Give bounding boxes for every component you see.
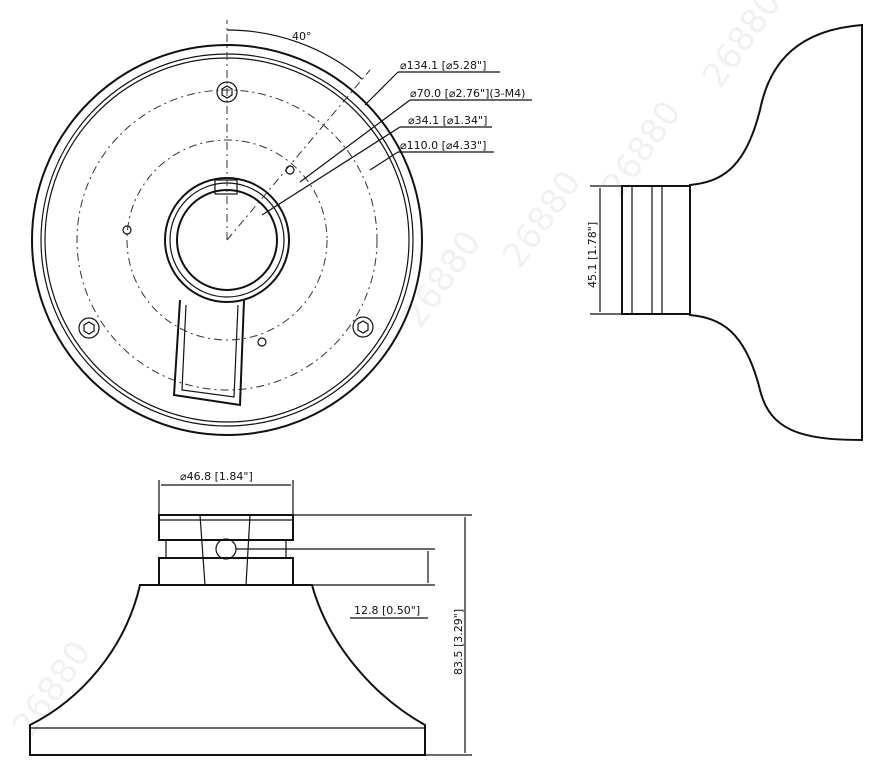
dimension-outer-diameter: ⌀134.1 [⌀5.28"] xyxy=(400,59,486,72)
dimension-neck-height: 45.1 [1.78"] xyxy=(586,222,599,288)
screw-icon xyxy=(78,81,374,339)
dimension-neck-diameter: ⌀46.8 [1.84"] xyxy=(180,470,253,483)
svg-text:26880: 26880 xyxy=(695,0,790,95)
dimension-center-hole: ⌀34.1 [⌀1.34"] xyxy=(408,114,487,127)
angle-label: 40° xyxy=(292,30,312,43)
top-view: 40° ⌀134.1 [⌀5.28"] ⌀70.0 [⌀2.76"](3-M4)… xyxy=(31,20,532,436)
side-view: 45.1 [1.78"] xyxy=(586,23,863,442)
front-view: ⌀46.8 [1.84"] 12.8 [0.50"] 83.5 [3.29"] xyxy=(29,470,472,756)
dimension-total-height: 83.5 [3.29"] xyxy=(452,609,465,675)
svg-text:26880: 26880 xyxy=(595,94,690,206)
dimension-hole-height: 12.8 [0.50"] xyxy=(354,604,420,617)
svg-text:26880: 26880 xyxy=(495,164,590,276)
dimension-hole-circle: ⌀70.0 [⌀2.76"](3-M4) xyxy=(410,87,525,100)
dimension-bolt-circle: ⌀110.0 [⌀4.33"] xyxy=(400,139,486,152)
